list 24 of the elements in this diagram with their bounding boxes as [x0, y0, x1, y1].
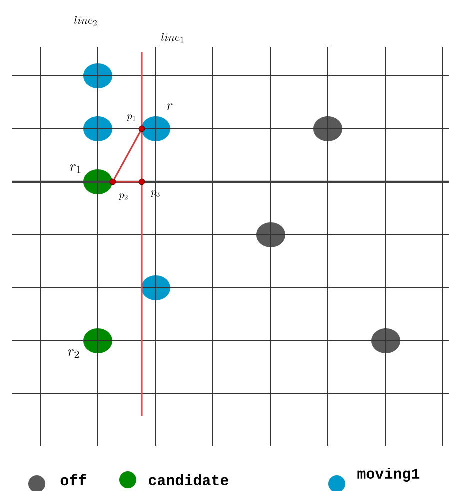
dot — [314, 116, 342, 142]
dot — [84, 170, 112, 194]
point-label: $p_1$ — [126, 114, 136, 122]
point — [110, 178, 116, 186]
point — [138, 126, 146, 132]
line-label: $line_2$ — [74, 16, 97, 26]
point-label: $r$ — [167, 104, 173, 110]
legend-label: off — [60, 474, 86, 486]
dot — [84, 64, 112, 88]
segment — [116, 181, 139, 183]
dot — [142, 276, 170, 300]
point — [138, 178, 146, 186]
dot — [84, 116, 112, 142]
segment — [114, 131, 142, 180]
point-label: $r_2$ — [68, 350, 80, 358]
point-label: $r_1$ — [70, 164, 81, 174]
legend-label: moving1 — [358, 468, 420, 482]
legend-label: candidate — [149, 474, 228, 486]
dot — [372, 328, 400, 354]
line-label: $line_1$ — [162, 33, 184, 43]
dot — [142, 116, 170, 142]
dot — [256, 222, 286, 248]
dot — [84, 328, 112, 354]
point-label: $p_2$ — [118, 194, 128, 200]
